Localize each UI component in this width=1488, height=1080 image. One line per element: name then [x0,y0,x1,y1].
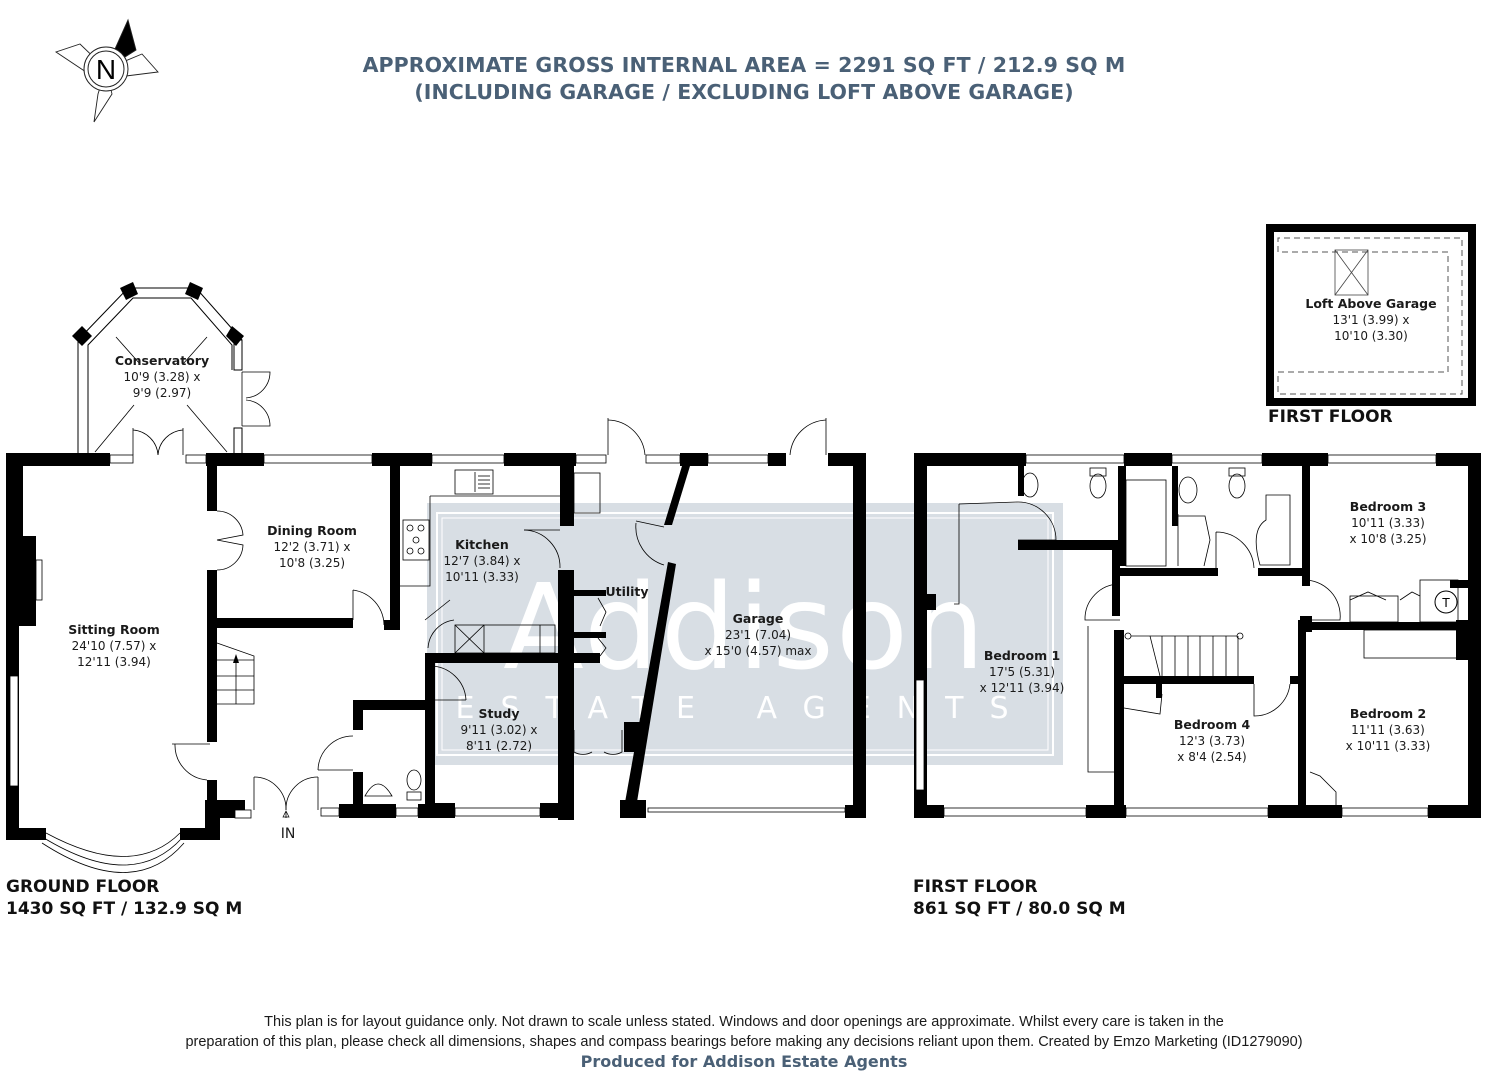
room-dining-room: Dining Room 12'2 (3.71) x 10'8 (3.25) [267,523,357,571]
first-floor-plan: T [914,453,1481,818]
compass-north-icon: N [54,18,159,123]
gross-area-note: (INCLUDING GARAGE / EXCLUDING LOFT ABOVE… [414,80,1074,104]
disclaimer: This plan is for layout guidance only. N… [0,1012,1488,1052]
gross-area-line: APPROXIMATE GROSS INTERNAL AREA = 2291 S… [362,53,1126,77]
room-bedroom-1: Bedroom 1 17'5 (5.31) x 12'11 (3.94) [980,648,1065,696]
loft-floor-title: FIRST FLOOR [1268,407,1393,427]
disclaimer-line: This plan is for layout guidance only. N… [264,1014,1224,1030]
room-dimension: 12'2 (3.71) x [273,540,351,554]
room-name: Bedroom 3 [1349,499,1427,514]
room-bedroom-3: Bedroom 3 10'11 (3.33) x 10'8 (3.25) [1349,499,1426,547]
room-kitchen: Kitchen 12'7 (3.84) x 10'11 (3.33) [443,537,520,585]
room-dimension: 12'7 (3.84) x [443,554,521,568]
room-dimension: 12'11 (3.94) [77,655,151,669]
room-dimension: x 10'11 (3.33) [1345,739,1431,753]
room-dimension: 23'1 (7.04) [724,628,792,642]
entrance-label: IN [280,826,296,842]
watermark-panel: Addison ESTATE AGENTS [427,503,1063,765]
room-dimension: 10'11 (3.33) [445,570,519,584]
room-dimension: 12'3 (3.73) [1178,734,1246,748]
room-dimension: x 12'11 (3.94) [979,681,1065,695]
room-name: Dining Room [267,523,357,538]
room-name: Kitchen [455,537,509,552]
room-dimension: 10'10 (3.30) [1334,329,1408,343]
gross-area-heading: APPROXIMATE GROSS INTERNAL AREA = 2291 S… [0,52,1488,106]
room-utility: Utility [605,584,648,600]
room-dimension: x 15'0 (4.57) max [704,644,812,658]
room-dimension: 10'11 (3.33) [1351,516,1425,530]
room-name: Utility [605,584,649,599]
svg-text:Addison: Addison [503,558,987,696]
ground-floor-title: GROUND FLOOR 1430 SQ FT / 132.9 SQ M [6,876,242,920]
first-floor-name: FIRST FLOOR [913,877,1038,897]
disclaimer-line: preparation of this plan, please check a… [185,1034,1303,1050]
room-name: Garage [732,611,784,626]
room-loft-above-garage: Loft Above Garage 13'1 (3.99) x 10'10 (3… [1305,296,1436,344]
tank-symbol: T [1441,596,1450,610]
room-name: Sitting Room [68,622,160,637]
room-dimension: 9'11 (3.02) x [460,723,538,737]
ground-floor-plan [6,282,866,873]
first-floor-title: FIRST FLOOR 861 SQ FT / 80.0 SQ M [913,876,1126,920]
room-dimension: 13'1 (3.99) x [1332,313,1410,327]
room-dimension: 9'9 (2.97) [132,386,192,400]
produced-for-credit: Produced for Addison Estate Agents [580,1052,908,1071]
room-garage: Garage 23'1 (7.04) x 15'0 (4.57) max [705,611,812,659]
room-dimension: x 8'4 (2.54) [1177,750,1247,764]
room-name: Bedroom 2 [1349,706,1427,721]
room-sitting-room: Sitting Room 24'10 (7.57) x 12'11 (3.94) [68,622,160,670]
room-conservatory: Conservatory 10'9 (3.28) x 9'9 (2.97) [115,353,209,401]
room-dimension: 11'11 (3.63) [1351,723,1425,737]
room-bedroom-2: Bedroom 2 11'11 (3.63) x 10'11 (3.33) [1346,706,1431,754]
room-dimension: 24'10 (7.57) x [71,639,157,653]
ground-floor-name: GROUND FLOOR [6,877,160,897]
loft-plan [1266,224,1476,406]
room-dimension: x 10'8 (3.25) [1349,532,1427,546]
svg-text:ESTATE AGENTS: ESTATE AGENTS [455,691,1034,726]
room-dimension: 10'9 (3.28) x [123,370,201,384]
room-name: Conservatory [114,353,210,368]
room-dimension: 17'5 (5.31) [988,665,1056,679]
room-name: Loft Above Garage [1305,296,1437,311]
room-dimension: 8'11 (2.72) [465,739,533,753]
room-name: Study [478,706,520,721]
room-name: Bedroom 1 [983,648,1061,663]
room-study: Study 9'11 (3.02) x 8'11 (2.72) [460,706,537,754]
compass-letter: N [96,54,116,85]
room-bedroom-4: Bedroom 4 12'3 (3.73) x 8'4 (2.54) [1174,717,1250,765]
room-dimension: 10'8 (3.25) [278,556,346,570]
first-floor-area: 861 SQ FT / 80.0 SQ M [913,899,1126,919]
room-name: Bedroom 4 [1173,717,1251,732]
ground-floor-area: 1430 SQ FT / 132.9 SQ M [6,899,243,919]
